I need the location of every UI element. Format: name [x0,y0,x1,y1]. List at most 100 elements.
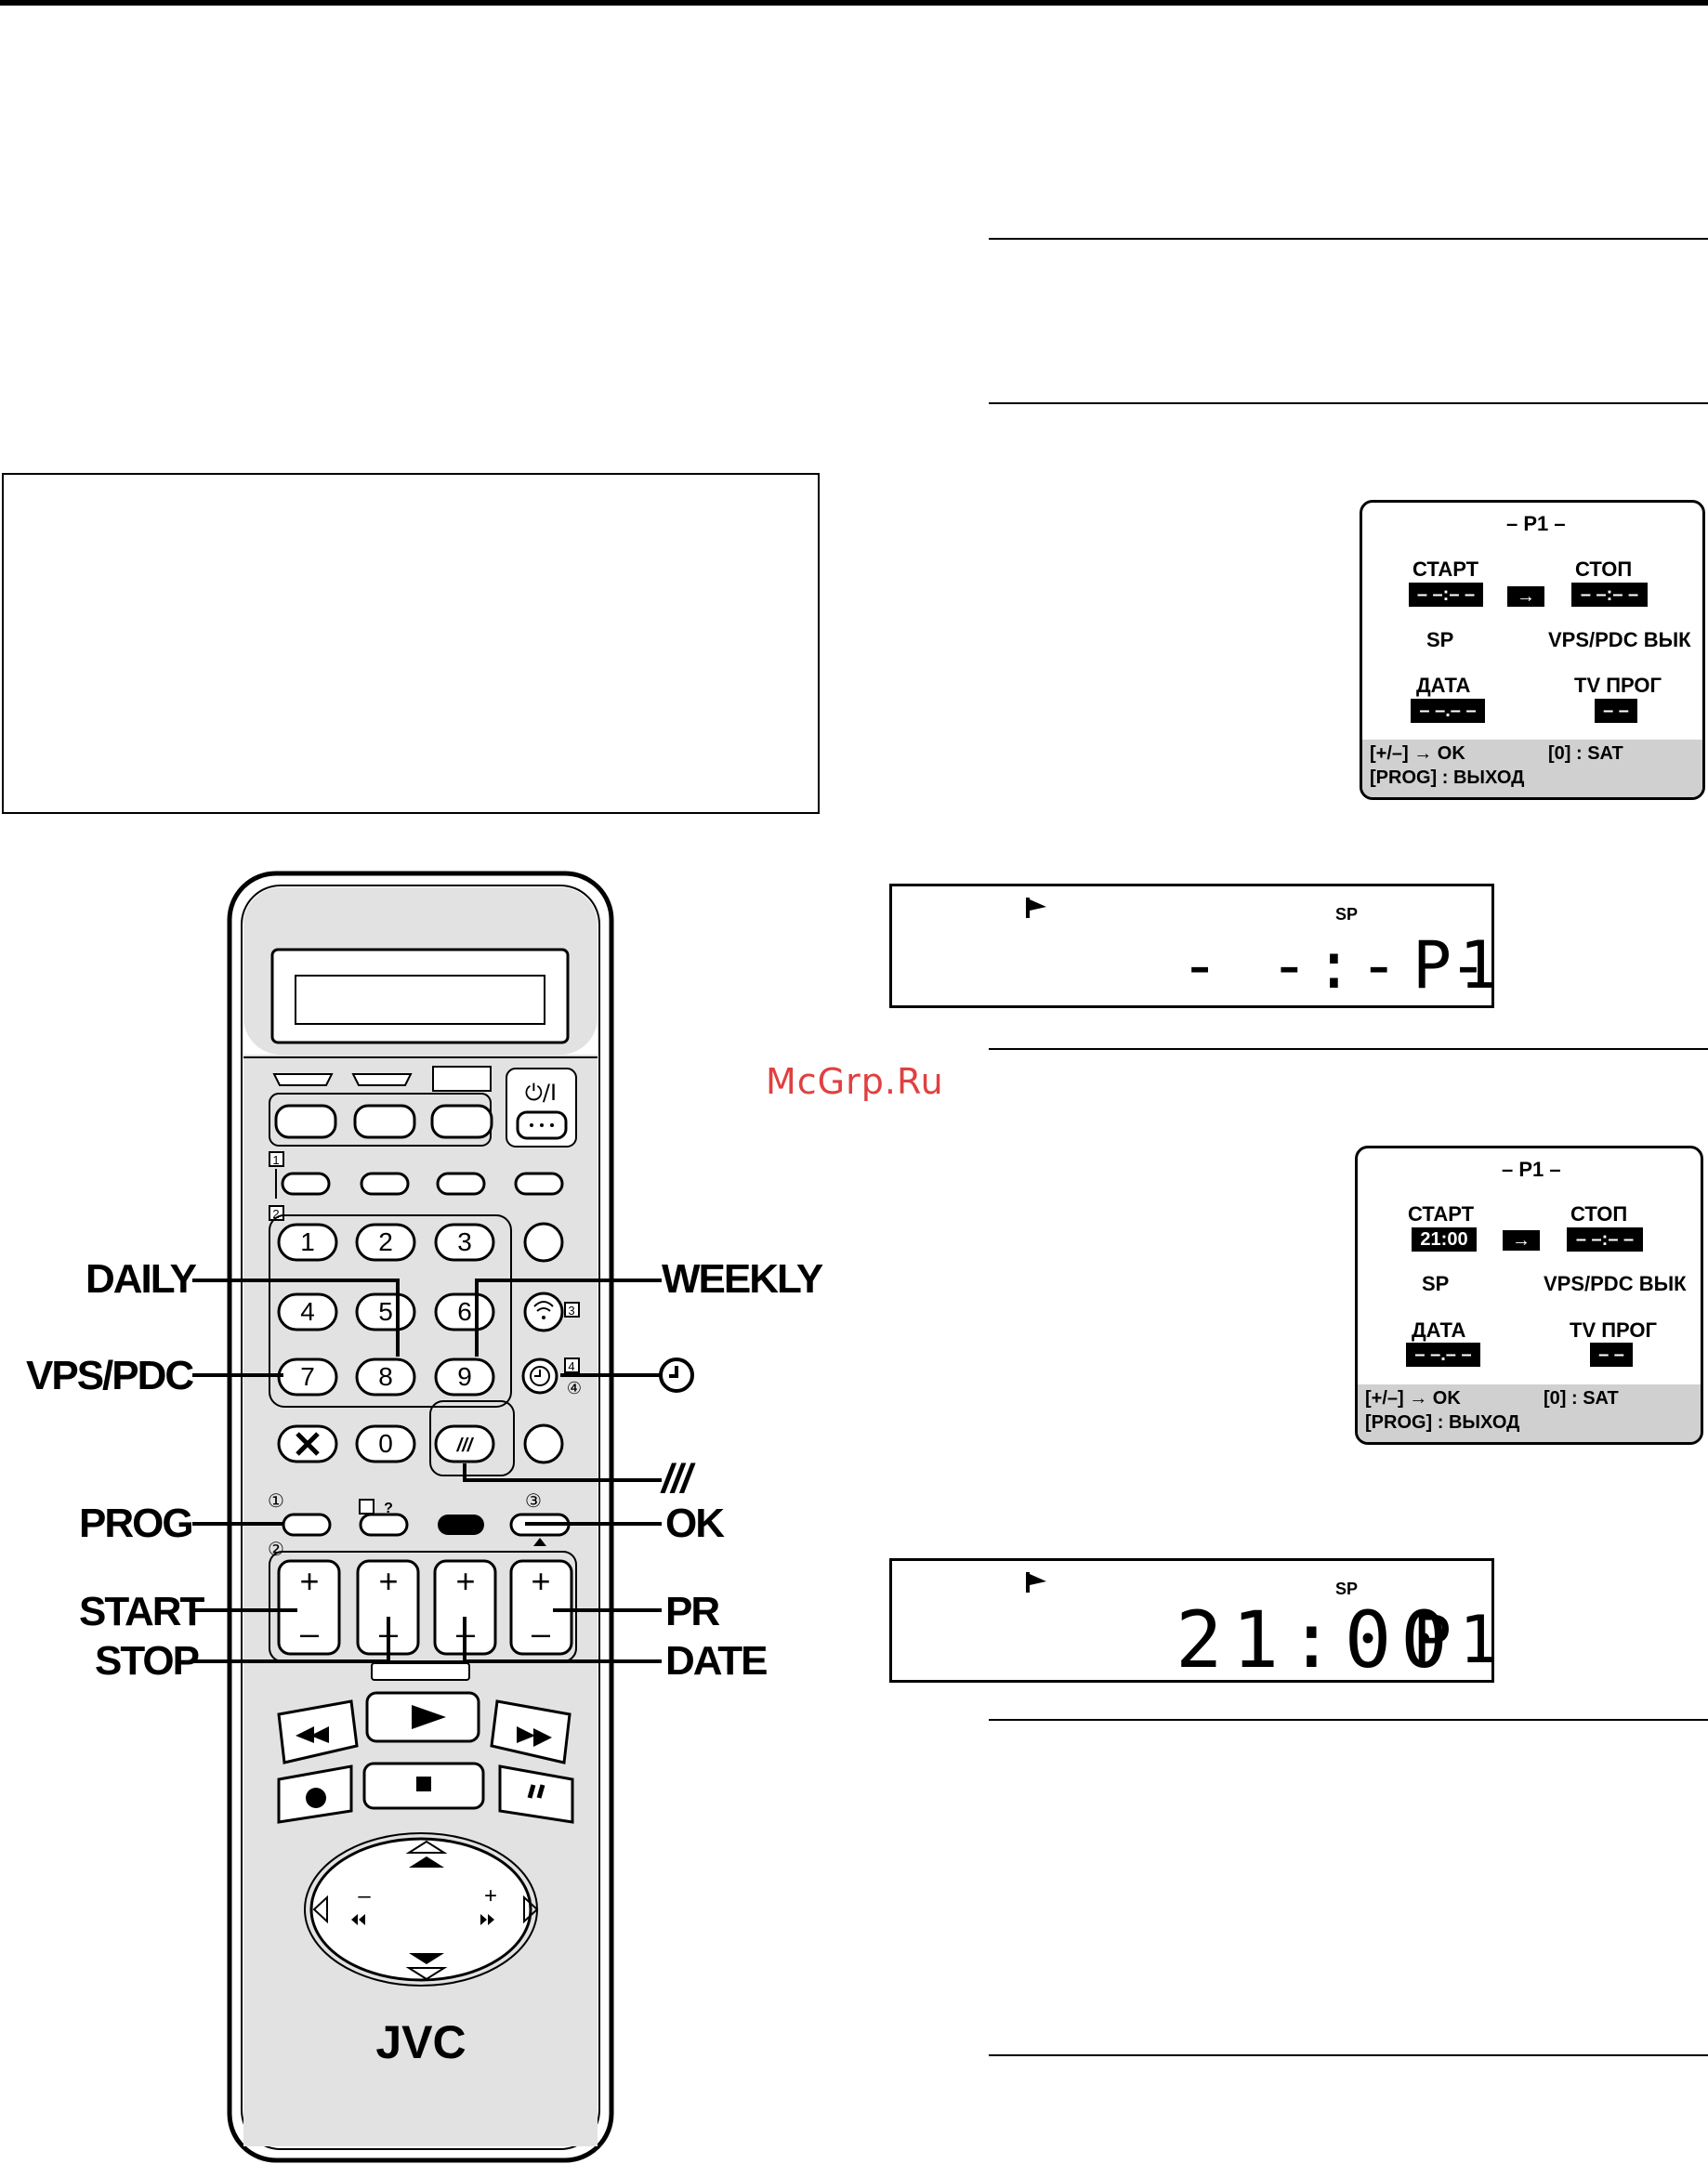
tv-label: TV ПРОГ [1574,674,1662,697]
date-field: – –.– – [1406,1343,1480,1367]
remote-control: ⏻/I 1 2 1 2 3 4 5 6 7 8 9 0 /// [192,871,694,2163]
program-readout: P1 [1412,1602,1506,1678]
timer-clock-icon [659,1357,694,1393]
date-plus[interactable]: + [455,1562,475,1600]
osd-footer: [+/–] → OK [0] : SAT [PROG] : ВЫХОД [1362,740,1702,797]
vps-label: VPS/PDC ВЫК [1544,1272,1687,1295]
box-label: 3 [568,1304,574,1318]
pause-icon[interactable] [527,1784,545,1799]
ok-callout: OK [665,1501,725,1546]
daily-callout: DAILY [85,1256,197,1302]
digit-0-button[interactable]: 0 [378,1429,393,1458]
divider-line [989,1048,1708,1050]
speed-indicator: SP [1335,1580,1359,1598]
timer-flag-icon [1026,898,1046,918]
stop-label: СТОП [1575,557,1633,581]
help-label: ? [384,1501,393,1516]
digit-1-button[interactable]: 1 [300,1227,315,1256]
slashes-callout: /// [662,1456,692,1502]
footer-exit: [PROG] : ВЫХОД [1365,1412,1520,1433]
speed-label: SP [1422,1272,1450,1295]
record-icon[interactable] [306,1788,326,1808]
watermark: McGrp.Ru [766,1061,944,1102]
cancel-icon[interactable] [296,1432,320,1456]
divider-line [989,1719,1708,1721]
time-readout: - -:- - [1180,927,1494,1003]
vps-pdc-callout: VPS/PDC [26,1353,194,1398]
digit-2-button[interactable]: 2 [378,1227,393,1256]
digit-9-button[interactable]: 9 [457,1362,472,1391]
divider-line [989,238,1708,240]
right-arrow-icon[interactable] [523,1895,539,1924]
circle-label: ④ [567,1379,582,1397]
vcr-display-2: SP 21:00 P1 [889,1558,1498,1685]
stop-field: – –:– – [1571,583,1648,607]
osd-title: – P1 – [1502,1158,1561,1181]
digit-3-button[interactable]: 3 [457,1227,472,1256]
start-minus[interactable]: – [300,1614,319,1652]
prog-callout: PROG [79,1501,194,1546]
date-label: ДАТА [1412,1318,1466,1342]
circle-label: ① [268,1491,284,1512]
box-label: 4 [568,1359,574,1373]
power-icon[interactable]: ⏻/I [525,1080,557,1106]
start-plus[interactable]: + [299,1562,319,1600]
digit-7-button[interactable]: 7 [300,1362,315,1391]
stop-icon[interactable] [416,1777,431,1791]
digit-6-button[interactable]: 6 [457,1297,472,1326]
speed-label: SP [1426,628,1454,651]
box-label: 1 [272,1153,279,1167]
vcr-display-1: SP - -:- - P1 [889,884,1498,1008]
date-callout: DATE [665,1638,769,1684]
tv-field: – – [1590,1343,1633,1367]
pr-minus[interactable]: – [532,1614,550,1652]
top-buttons[interactable] [269,1066,493,1147]
program-readout: P1 [1412,927,1506,1003]
pr-plus[interactable]: + [531,1562,550,1600]
time-readout: 21:00 [1176,1594,1457,1685]
footer-exit: [PROG] : ВЫХОД [1370,767,1525,788]
footer-hint: [+/–] → OK [1370,743,1465,764]
note-box [2,473,820,814]
stop-plus[interactable]: + [378,1562,398,1600]
nav-plus: + [484,1883,497,1908]
start-field: – –:– – [1409,583,1483,607]
circle-label: ② [268,1540,284,1560]
start-field: 21:00 [1412,1227,1477,1252]
osd-screen-2: – P1 – СТАРТ 21:00 → СТОП – –:– – SP VPS… [1355,1146,1703,1445]
brand-logo: JVC [375,2016,466,2068]
date-label: ДАТА [1416,674,1471,697]
start-callout: START [79,1589,204,1634]
osd-footer: [+/–] → OK [0] : SAT [PROG] : ВЫХОД [1358,1384,1701,1442]
osd-title: – P1 – [1506,512,1566,535]
vps-label: VPS/PDC ВЫК [1548,628,1691,651]
start-label: СТАРТ [1412,557,1479,581]
wifi-icon [533,1301,554,1312]
nav-minus: – [358,1883,371,1908]
play-icon[interactable] [412,1705,446,1729]
timer-clock-icon[interactable] [530,1366,550,1386]
slashes-button[interactable]: /// [456,1436,475,1456]
digit-5-button[interactable]: 5 [378,1297,393,1326]
date-field: – –.– – [1411,699,1485,723]
footer-sat: [0] : SAT [1544,1388,1619,1409]
left-arrow-icon[interactable] [312,1895,328,1924]
arrow-icon: → [1503,1230,1540,1251]
tv-field: – – [1595,699,1637,723]
top-rule [0,0,1708,6]
timer-flag-icon [1026,1572,1046,1593]
transport-buttons[interactable] [277,1691,574,1824]
stop-label: СТОП [1570,1202,1628,1226]
tv-label: TV ПРОГ [1570,1318,1658,1342]
pr-callout: PR [665,1589,720,1634]
digit-8-button[interactable]: 8 [378,1362,393,1391]
stop-field: – –:– – [1567,1227,1643,1252]
circle-label: ③ [525,1491,542,1512]
weekly-callout: WEEKLY [662,1256,823,1302]
footer-hint: [+/–] → OK [1365,1388,1461,1409]
divider-line [989,2054,1708,2056]
box-label: 2 [272,1207,279,1221]
digit-4-button[interactable]: 4 [300,1297,315,1326]
stop-callout: STOP [95,1638,200,1684]
speed-indicator: SP [1335,905,1359,924]
